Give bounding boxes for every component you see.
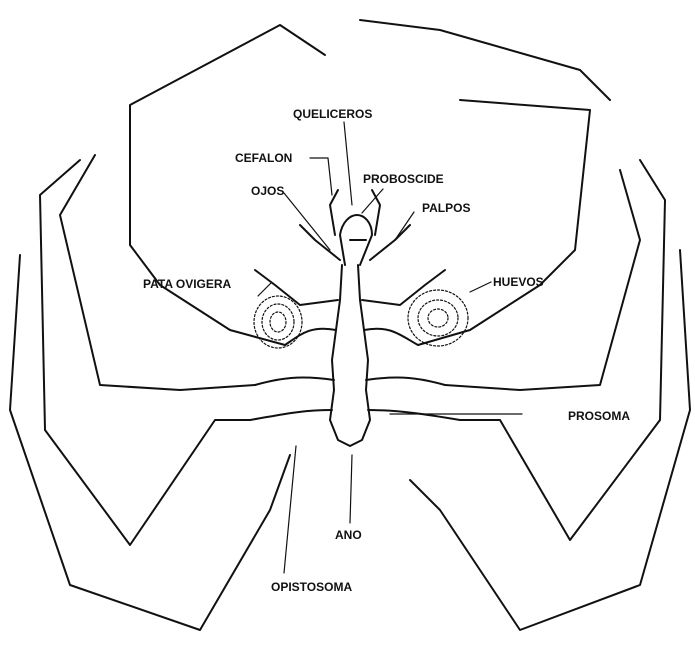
palps xyxy=(300,225,410,260)
label-queliceros: QUELICEROS xyxy=(293,107,372,121)
label-palpos: PALPOS xyxy=(422,201,470,215)
ovigerous-legs xyxy=(255,270,445,305)
label-proboscide: PROBOSCIDE xyxy=(363,172,444,186)
proboscis xyxy=(340,215,372,265)
label-cefalon: CEFALON xyxy=(235,151,292,165)
chelicerae xyxy=(330,190,380,235)
label-opistosoma: OPISTOSOMA xyxy=(271,580,352,594)
leader-lines xyxy=(258,122,522,573)
left-legs xyxy=(10,25,325,630)
trunk xyxy=(250,265,460,446)
label-prosoma: PROSOMA xyxy=(568,409,630,423)
label-huevos: HUEVOS xyxy=(493,275,544,289)
label-ano: ANO xyxy=(335,528,362,542)
label-pata-ovigera: PATA OVIGERA xyxy=(143,277,231,291)
label-ojos: OJOS xyxy=(251,184,284,198)
